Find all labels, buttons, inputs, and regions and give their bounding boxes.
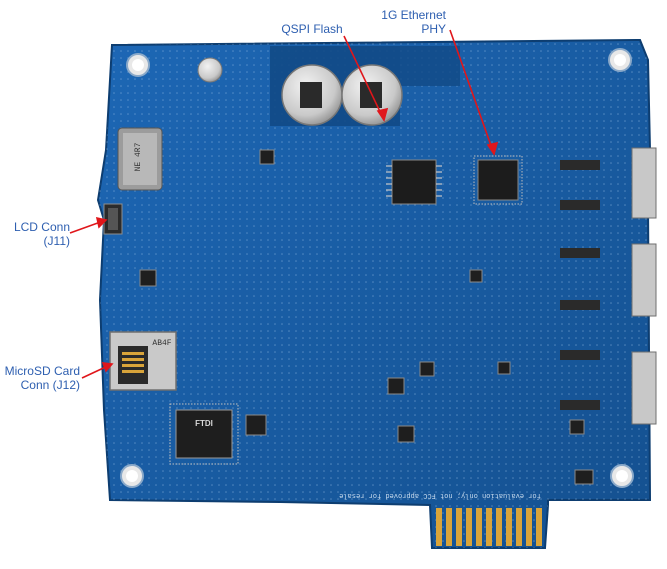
callout-arrows bbox=[69, 29, 499, 379]
ethernet-phy-chip bbox=[473, 155, 523, 205]
pcie-edge-fingers bbox=[436, 508, 542, 546]
magnetics bbox=[560, 160, 600, 410]
qspi-flash-chip bbox=[386, 159, 442, 205]
ethernet-phy-label-line1: 1G Ethernet bbox=[381, 8, 446, 22]
arrow-qspi bbox=[343, 35, 385, 121]
qspi-flash-label: QSPI Flash bbox=[272, 22, 352, 36]
ethernet-phy-label-line2: PHY bbox=[421, 22, 446, 36]
qspi-flash-label-line1: QSPI Flash bbox=[281, 22, 343, 36]
microsd-conn-label-line2: Conn (J12) bbox=[20, 378, 80, 392]
right-connectors bbox=[631, 147, 657, 425]
microsd-conn-label-line1: MicroSD Card bbox=[4, 364, 80, 378]
ftdi-marking: FTDI bbox=[195, 419, 213, 428]
lcd-conn-label: LCD Conn (J11) bbox=[4, 220, 70, 248]
microsd-connector: AB4F bbox=[109, 331, 177, 391]
inductor-marking-1: NE 4R7 bbox=[134, 142, 143, 171]
board-disclaimer: for evaluation only; not FCC approved fo… bbox=[339, 491, 541, 499]
lcd-conn-label-line1: LCD Conn bbox=[13, 220, 70, 234]
small-chips bbox=[139, 149, 594, 485]
lcd-conn-label-line2: (J11) bbox=[43, 234, 70, 248]
microsd-marking: AB4F bbox=[152, 339, 171, 348]
lcd-connector bbox=[103, 203, 123, 235]
mounting-holes bbox=[120, 48, 634, 488]
ethernet-phy-label: 1G Ethernet PHY bbox=[372, 8, 446, 36]
inductor: NE 4R7 bbox=[117, 127, 163, 191]
ftdi-chip: FTDI bbox=[169, 403, 239, 465]
arrow-ethernet bbox=[449, 29, 495, 155]
microsd-conn-label: MicroSD Card Conn (J12) bbox=[2, 364, 80, 392]
